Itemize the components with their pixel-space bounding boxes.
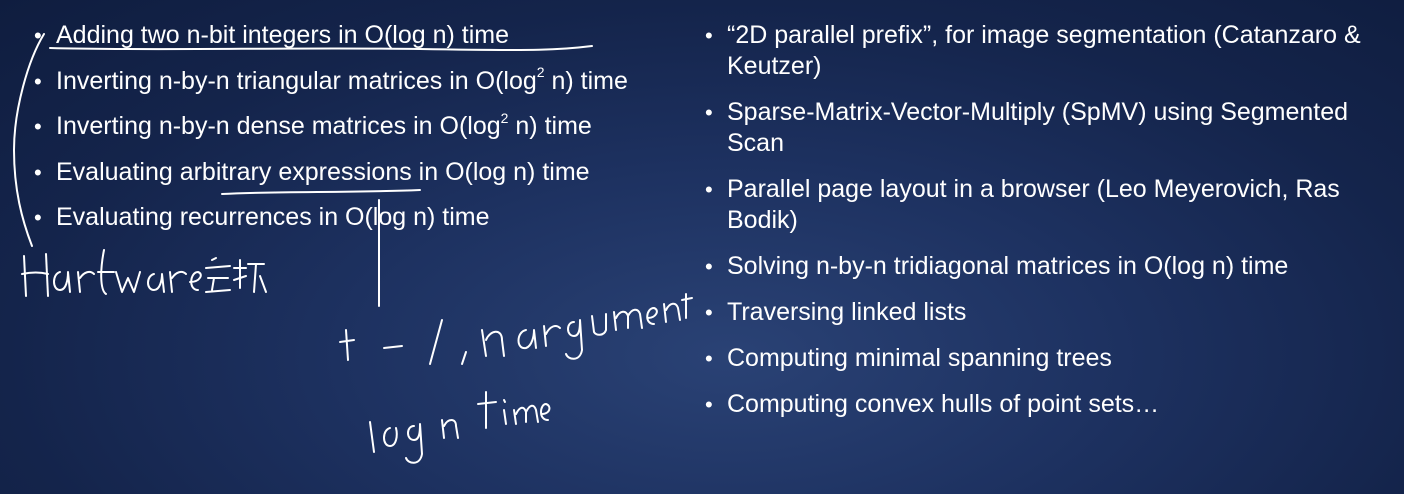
- superscript: 2: [536, 64, 545, 81]
- bullet-text: Adding two n-bit integers in O(log n) ti…: [56, 21, 509, 49]
- left-bracket: [13, 33, 45, 247]
- handwriting-hardware: [21, 249, 267, 297]
- left-bullet-triangular: Inverting n-by-n triangular matrices in …: [34, 64, 628, 96]
- right-bullet-convex-hulls: Computing convex hulls of point sets…: [705, 389, 1367, 420]
- right-bullet-tridiagonal: Solving n-by-n tridiagonal matrices in O…: [705, 251, 1367, 282]
- superscript: 2: [500, 109, 509, 126]
- right-bullet-2d-prefix: “2D parallel prefix”, for image segmenta…: [705, 20, 1367, 82]
- left-bullet-recurrences: Evaluating recurrences in O(log n) time: [34, 202, 628, 233]
- right-bullet-page-layout: Parallel page layout in a browser (Leo M…: [705, 174, 1367, 236]
- right-bullet-list: “2D parallel prefix”, for image segmenta…: [705, 20, 1367, 435]
- left-bullet-list: Adding two n-bit integers in O(log n) ti…: [34, 20, 628, 248]
- bullet-text: Inverting n-by-n dense matrices in O(log: [56, 112, 501, 140]
- bullet-text: Evaluating arbitrary expressions in O(lo…: [56, 157, 590, 186]
- underline-expressions: [221, 189, 421, 195]
- bullet-text-end: n) time: [508, 112, 592, 140]
- bullet-text: Inverting n-by-n triangular matrices in …: [56, 66, 537, 95]
- handwriting-operators: [339, 293, 693, 365]
- underline-adding: [49, 45, 593, 51]
- right-bullet-spmv: Sparse-Matrix-Vector-Multiply (SpMV) usi…: [705, 97, 1367, 159]
- left-bullet-dense: Inverting n-by-n dense matrices in O(log…: [34, 111, 628, 142]
- left-bullet-expressions: Evaluating arbitrary expressions in O(lo…: [34, 157, 628, 188]
- left-bullet-adding: Adding two n-bit integers in O(log n) ti…: [34, 20, 628, 51]
- right-bullet-linked-lists: Traversing linked lists: [705, 297, 1367, 328]
- bullet-text: Evaluating recurrences in O(log n) time: [56, 203, 490, 231]
- right-bullet-spanning-trees: Computing minimal spanning trees: [705, 343, 1367, 374]
- bullet-text-end: n) time: [544, 66, 628, 95]
- handwriting-log-time: [369, 391, 551, 464]
